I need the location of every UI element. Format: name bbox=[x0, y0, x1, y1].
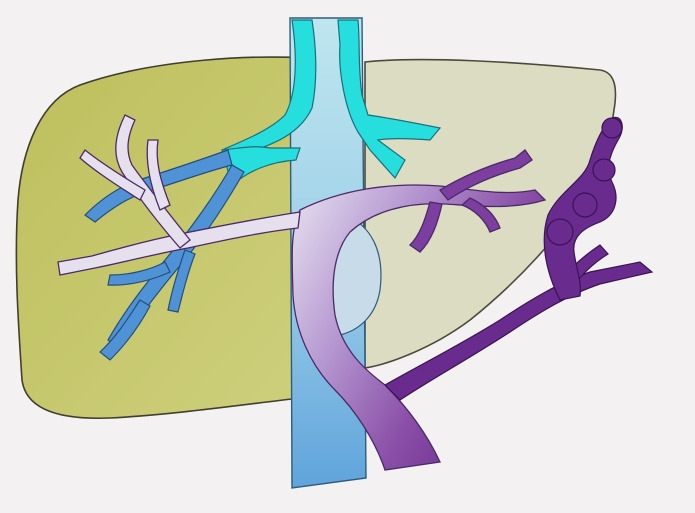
tortuous-loop-3 bbox=[573, 193, 597, 217]
tortuous-loop-1 bbox=[602, 118, 622, 138]
tortuous-loop-2 bbox=[593, 159, 615, 181]
tortuous-loop-4 bbox=[547, 219, 573, 245]
